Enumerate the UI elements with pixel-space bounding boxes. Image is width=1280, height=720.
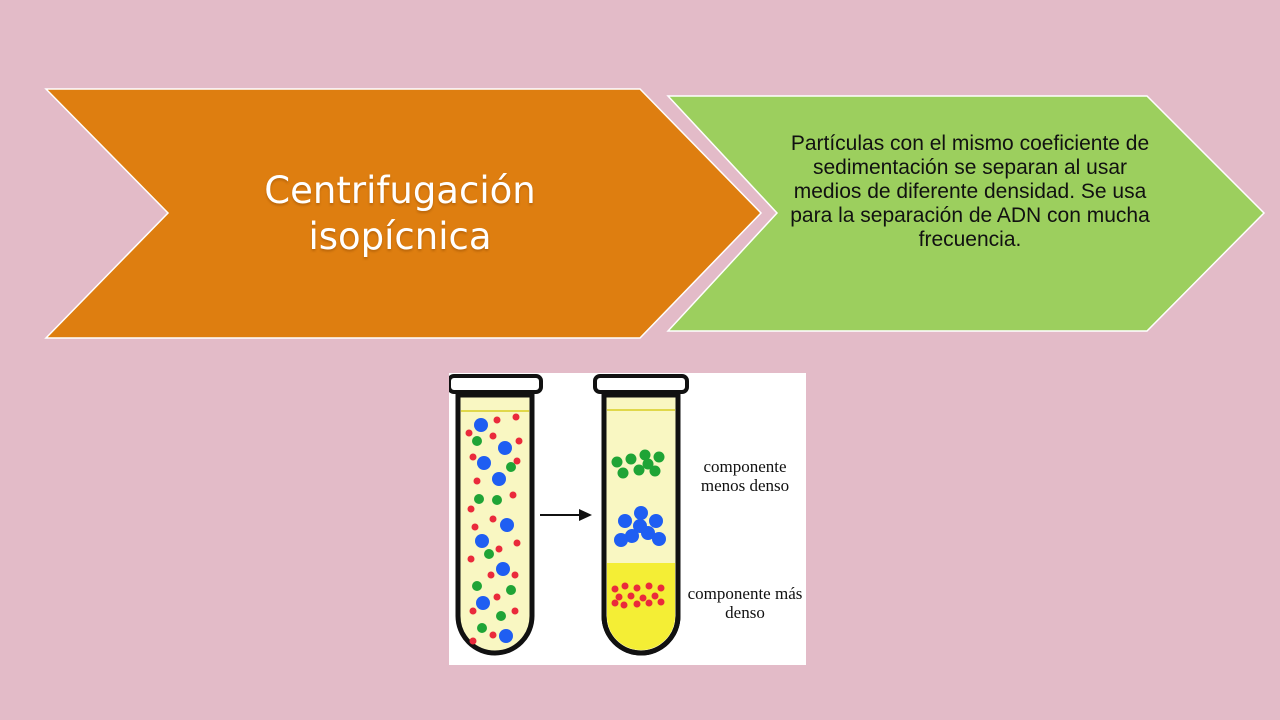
tube-diagram bbox=[449, 374, 689, 656]
centrifuge-figure: componente menos denso componente más de… bbox=[449, 373, 806, 665]
mixed-particles bbox=[465, 413, 523, 645]
label-less-dense: componente menos denso bbox=[700, 457, 790, 495]
green-chevron bbox=[666, 95, 1266, 332]
label-more-dense: componente más denso bbox=[687, 584, 803, 622]
chevron-title: Centrifugación isopícnica bbox=[264, 169, 536, 258]
process-chevrons bbox=[44, 88, 1266, 339]
orange-chevron bbox=[44, 88, 763, 339]
band-middle bbox=[614, 506, 666, 547]
chevron-description: Partículas con el mismo coeficiente de s… bbox=[790, 132, 1150, 251]
arrow-icon bbox=[540, 509, 592, 521]
band-more-dense bbox=[611, 582, 665, 609]
tube-after-rim bbox=[593, 374, 689, 394]
band-less-dense bbox=[611, 449, 665, 479]
tube-before-rim bbox=[449, 374, 543, 394]
